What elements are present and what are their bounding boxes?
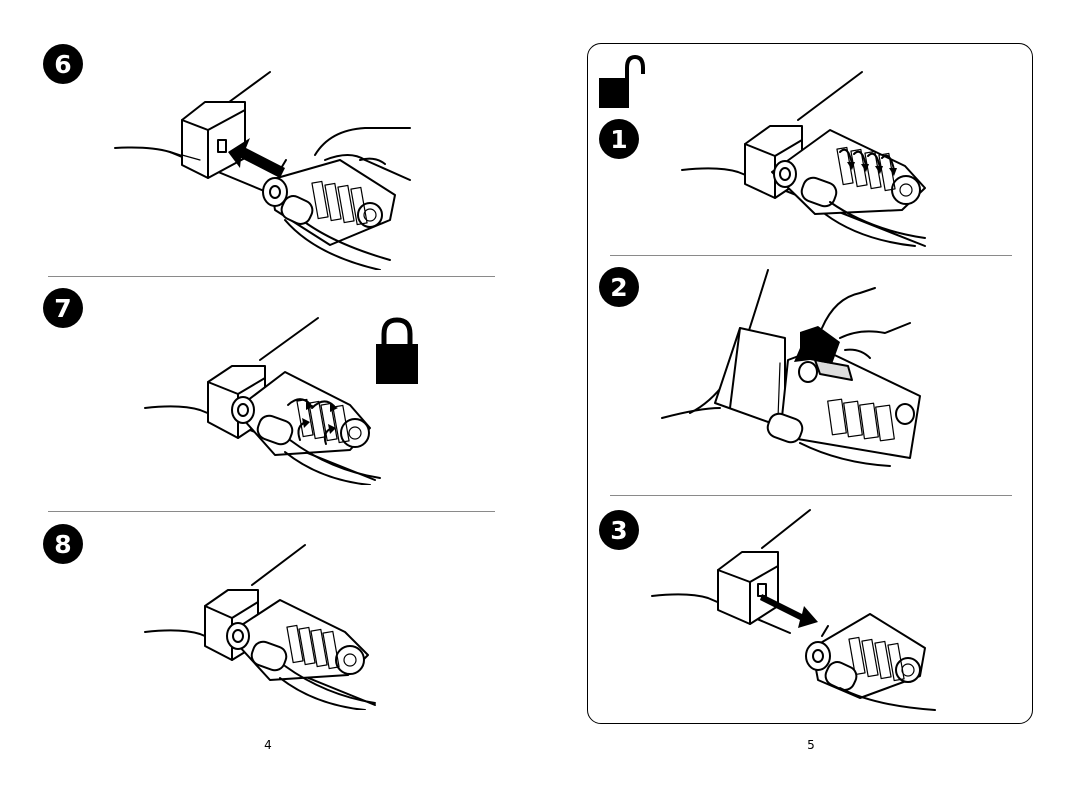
divider-2-3 [610,495,1012,496]
step-8-illustration [140,540,390,710]
divider-7-8 [48,511,495,512]
step-6-illustration [110,60,430,270]
step-1-illustration [680,68,940,248]
unlocked-padlock-icon [599,54,645,108]
page-number-left: 4 [258,738,278,752]
divider-1-2 [610,255,1012,256]
step-8-number: 8 [54,530,71,559]
step-8-badge: 8 [43,524,83,564]
step-3-badge: 3 [599,510,639,550]
step-1-badge: 1 [599,119,639,159]
step-6-number: 6 [54,50,71,79]
step-2-illustration [660,268,930,468]
step-1-number: 1 [610,125,627,154]
page-number-right: 5 [801,738,821,752]
step-7-badge: 7 [43,288,83,328]
step-7-illustration [140,310,390,485]
step-6-badge: 6 [43,44,83,84]
divider-6-7 [48,276,495,277]
step-2-number: 2 [610,273,627,302]
step-3-number: 3 [610,516,627,545]
step-7-number: 7 [54,294,71,323]
step-3-illustration [650,508,950,713]
step-2-badge: 2 [599,267,639,307]
